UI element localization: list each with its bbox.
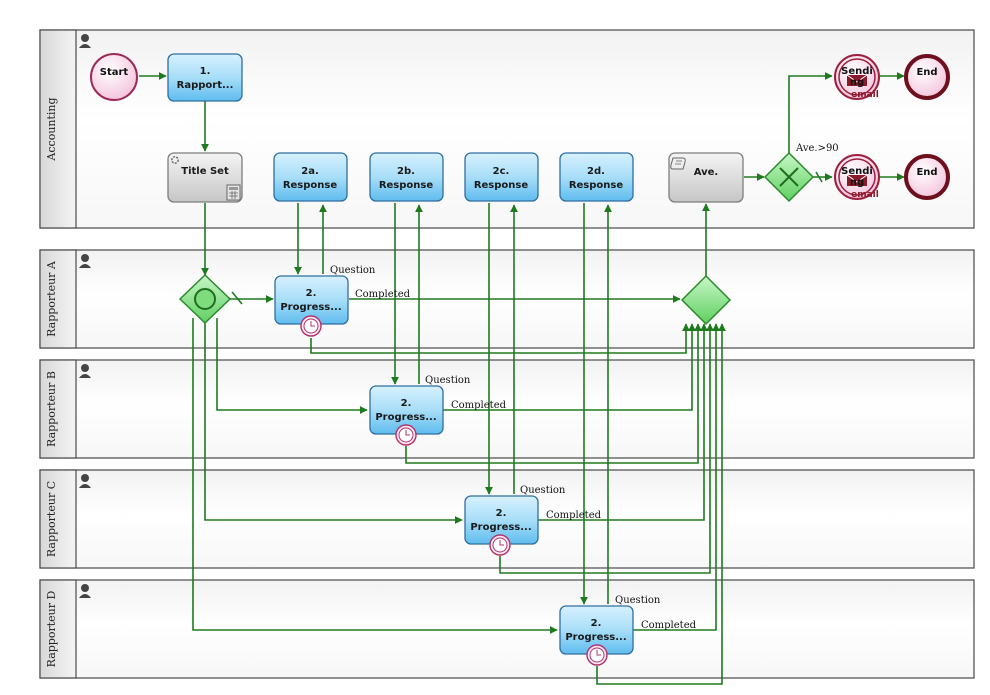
flow-gateway-to-progress-b[interactable] — [216, 318, 368, 414]
edge-labels: Question Completed Question Completed Qu… — [330, 143, 839, 631]
task-response-2a[interactable]: 2a. Response — [273, 152, 348, 202]
flow-progress-d-completed[interactable] — [633, 323, 720, 631]
timer-icon[interactable] — [586, 644, 608, 666]
label-completed: Completed — [355, 289, 411, 300]
lane-rapporteur-d: Rapporteur D — [39, 579, 975, 679]
flow-default-mark — [231, 291, 243, 305]
calculator-icon — [226, 184, 241, 201]
task-progress-line1: 2. — [401, 398, 412, 409]
task-progress-line1: 2. — [306, 288, 317, 299]
envelope-icon — [846, 174, 868, 186]
task-response-2c-line2: Response — [474, 180, 529, 191]
task-response-2a-line1: 2a. — [301, 166, 319, 177]
flow-progress-d-timer[interactable] — [596, 323, 726, 685]
task-response-2c[interactable]: 2c. Response — [464, 152, 539, 202]
start-event[interactable]: Start — [90, 53, 138, 101]
label-question: Question — [615, 595, 661, 606]
lane-label: Rapporteur C — [45, 481, 58, 557]
task-progress-line2: Progress... — [565, 632, 626, 643]
task-response-2d-line2: Response — [569, 180, 624, 191]
task-progress-line2: Progress... — [375, 412, 436, 423]
label-question: Question — [330, 265, 376, 276]
task-progress-a[interactable]: 2. Progress... — [274, 275, 349, 337]
task-response-2d[interactable]: 2d. Response — [559, 152, 634, 202]
lane-label: Rapporteur B — [45, 371, 58, 447]
end-event-label: End — [916, 167, 937, 178]
task-progress-d[interactable]: 2. Progress... — [559, 605, 634, 666]
task-title-set[interactable]: Title Set — [167, 152, 243, 203]
sending-email-line2: ng — [850, 77, 864, 88]
sending-email-event-top[interactable]: Sendi ng email — [834, 54, 880, 100]
gear-icon — [171, 156, 179, 164]
task-response-2d-line1: 2d. — [587, 166, 605, 177]
end-event-top[interactable]: End — [904, 54, 950, 100]
task-response-2c-line1: 2c. — [493, 166, 510, 177]
lane-label: Rapporteur D — [45, 591, 58, 668]
end-event-label: End — [916, 67, 937, 78]
task-response-2b-line1: 2b. — [397, 166, 415, 177]
task-progress-line2: Progress... — [280, 302, 341, 313]
timer-icon[interactable] — [300, 315, 322, 337]
task-rapport-line1: 1. — [200, 66, 211, 77]
flow-progress-c-completed[interactable] — [538, 323, 708, 521]
label-question: Question — [520, 485, 566, 496]
task-progress-line1: 2. — [496, 508, 507, 519]
label-completed: Completed — [451, 400, 507, 411]
flow-progress-c-timer[interactable] — [499, 323, 714, 574]
exclusive-gateway[interactable] — [763, 151, 815, 203]
person-icon — [79, 474, 91, 488]
label-question: Question — [425, 375, 471, 386]
sequence-flows — [139, 72, 905, 685]
person-icon — [79, 34, 91, 48]
flow-gateway-to-progress-c[interactable] — [204, 323, 463, 524]
envelope-icon — [846, 74, 868, 86]
lane-label: Accounting — [45, 97, 58, 161]
task-ave-label: Ave. — [694, 167, 718, 178]
task-rapport[interactable]: 1. Rapport... — [167, 53, 243, 102]
task-progress-b[interactable]: 2. Progress... — [369, 385, 444, 446]
end-event-bottom[interactable]: End — [904, 154, 950, 200]
task-ave[interactable]: Ave. — [668, 152, 744, 203]
task-progress-line1: 2. — [591, 618, 602, 629]
task-title-set-label: Title Set — [181, 166, 229, 177]
sending-email-event-bottom[interactable]: Sendi ng email — [834, 154, 880, 200]
flow-progress-b-timer[interactable] — [405, 323, 702, 464]
circle-icon — [194, 288, 216, 310]
person-icon — [79, 364, 91, 378]
flow-progress-a-timer[interactable] — [310, 323, 690, 354]
timer-icon[interactable] — [489, 534, 511, 556]
task-progress-c[interactable]: 2. Progress... — [464, 495, 539, 556]
timer-icon[interactable] — [395, 424, 417, 446]
label-completed: Completed — [546, 510, 602, 521]
task-response-2b-line2: Response — [379, 180, 434, 191]
start-event-label: Start — [100, 67, 129, 78]
sending-email-line3: email — [851, 190, 879, 200]
flow-progress-b-completed[interactable] — [443, 323, 696, 411]
flow-default-mark — [815, 171, 823, 183]
task-response-2a-line2: Response — [283, 180, 338, 191]
flow-xor-to-email-top[interactable] — [788, 72, 833, 154]
sending-email-line1: Sendi — [841, 66, 873, 77]
flow-gateway-to-progress-d[interactable] — [192, 318, 558, 634]
plus-icon — [779, 167, 799, 187]
task-progress-line2: Progress... — [470, 522, 531, 533]
label-ave-gt-90: Ave.>90 — [795, 143, 839, 154]
sending-email-line3: email — [851, 90, 879, 100]
join-gateway[interactable] — [680, 274, 732, 326]
inclusive-gateway[interactable] — [178, 273, 232, 325]
lane-rapporteur-b: Rapporteur B — [39, 359, 975, 459]
sending-email-line2: ng — [850, 177, 864, 188]
task-rapport-line2: Rapport... — [177, 80, 234, 91]
label-completed: Completed — [641, 620, 697, 631]
lane-label: Rapporteur A — [45, 260, 58, 337]
sending-email-line1: Sendi — [841, 166, 873, 177]
script-icon — [670, 157, 686, 170]
lane-rapporteur-a: Rapporteur A — [39, 249, 975, 349]
person-icon — [79, 254, 91, 268]
task-response-2b[interactable]: 2b. Response — [369, 152, 444, 202]
person-icon — [79, 584, 91, 598]
